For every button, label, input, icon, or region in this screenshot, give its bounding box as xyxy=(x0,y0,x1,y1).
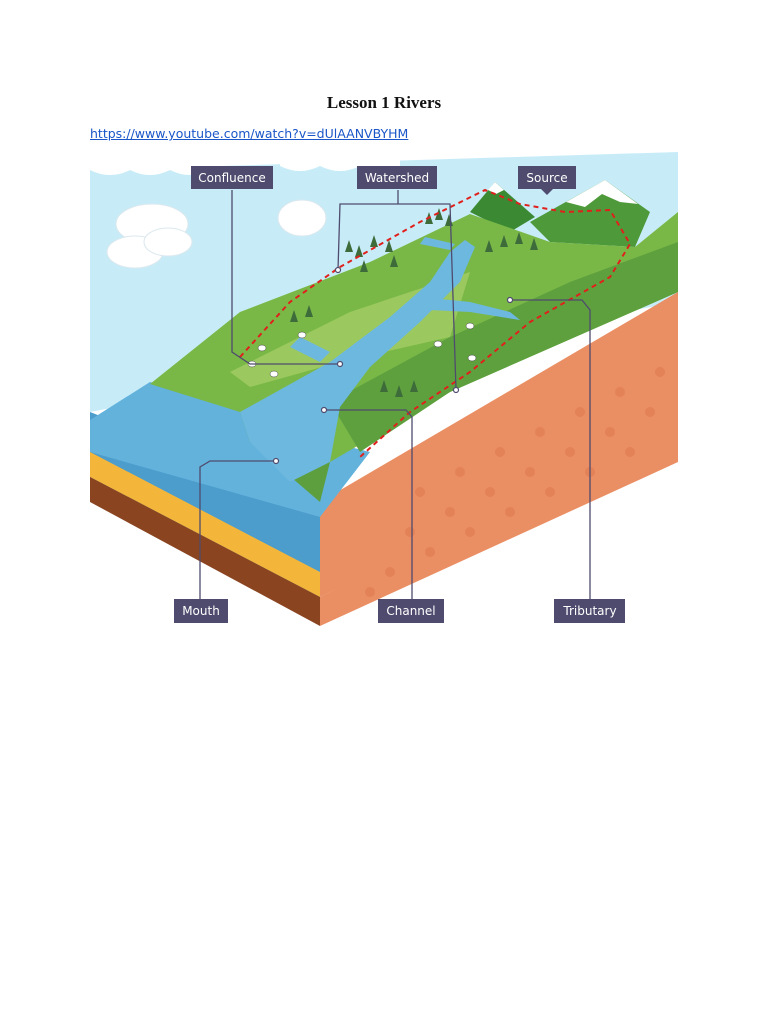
tributary-point xyxy=(506,296,514,304)
tributary-leader xyxy=(510,299,591,599)
source-label-box xyxy=(518,166,576,189)
tributary-label: Tributary xyxy=(562,604,616,618)
cloud xyxy=(106,203,193,269)
trees xyxy=(290,208,538,397)
mountain-snow xyxy=(488,182,504,194)
sand-layer xyxy=(90,452,320,597)
mouth-label-box xyxy=(174,599,228,623)
watershed-point xyxy=(334,266,342,274)
confluence-point xyxy=(336,360,344,368)
mouth-leader xyxy=(199,460,276,599)
tributary xyxy=(290,337,330,362)
watershed-leader xyxy=(337,190,457,391)
channel-leader xyxy=(324,409,413,599)
mouth-label: Mouth xyxy=(182,604,220,618)
channel-point xyxy=(320,406,328,414)
page-title: Lesson 1 Rivers xyxy=(326,93,442,112)
watershed-boundary xyxy=(239,188,632,458)
channel-label: Channel xyxy=(386,604,435,618)
tributary xyxy=(420,237,455,250)
watershed-point xyxy=(452,386,460,394)
youtube-link[interactable]: https://www.youtube.com/watch?v=dUlAANVB… xyxy=(90,126,409,141)
watershed-label: Watershed xyxy=(365,171,429,185)
mountain-snow xyxy=(566,180,638,207)
channel-label-box xyxy=(378,599,444,623)
river-diagram: Confluence Watershed Source Mouth Channe… xyxy=(90,152,678,626)
mouth-point xyxy=(272,457,280,465)
land-dark xyxy=(330,242,678,452)
tributary xyxy=(420,297,520,320)
confluence-label-box xyxy=(191,166,273,189)
source-label: Source xyxy=(526,171,567,185)
soil-layer-side xyxy=(320,292,678,597)
watershed-label-box xyxy=(357,166,437,189)
source-label-pointer xyxy=(541,189,553,195)
confluence-leader xyxy=(231,190,340,365)
clay-layer xyxy=(90,477,320,626)
tributary-label-box xyxy=(554,599,625,623)
cloud xyxy=(277,199,327,237)
mountain xyxy=(470,182,535,232)
confluence-label: Confluence xyxy=(198,171,265,185)
river-channel xyxy=(240,240,475,482)
soil-layer xyxy=(320,414,678,626)
cloud-strip xyxy=(90,152,210,175)
sheep xyxy=(247,322,477,378)
